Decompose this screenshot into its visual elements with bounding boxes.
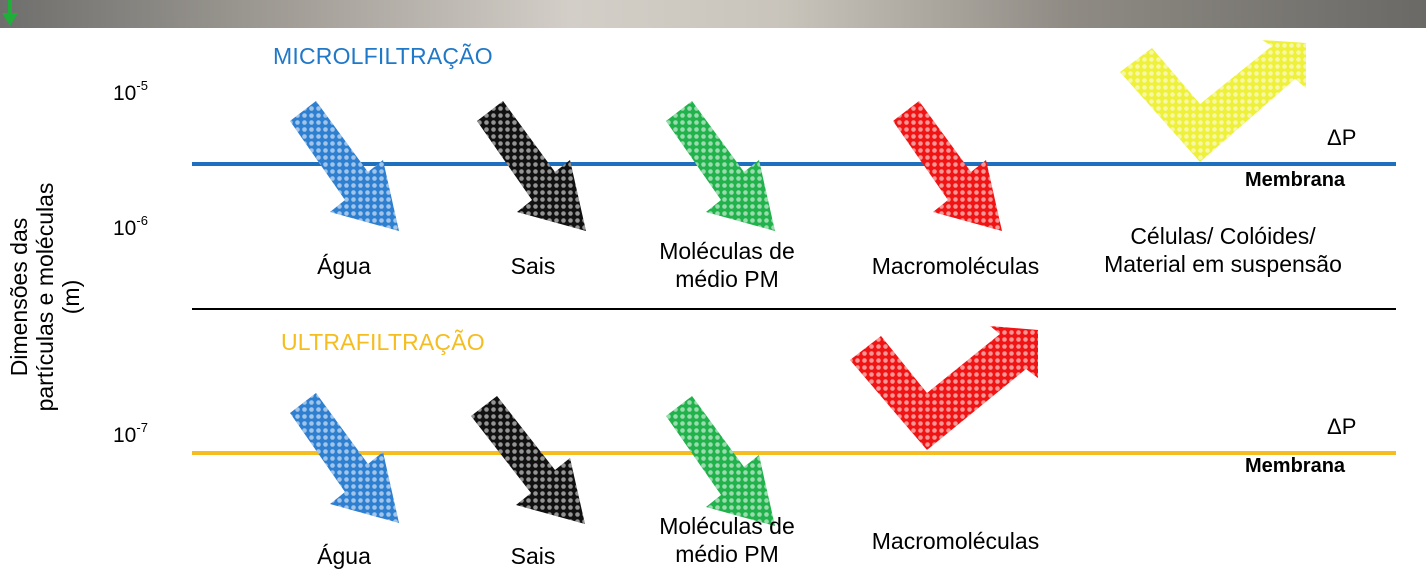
ultra-delta-p: ΔP: [1327, 414, 1357, 439]
micro-delta-p: ΔP: [1327, 125, 1357, 150]
ultra-moleculas-arrow-icon: [666, 396, 775, 526]
micro-moleculas-line-1: Moléculas de: [659, 238, 795, 264]
moleculas-arrow-icon: [666, 101, 775, 231]
micro-moleculas-line-2: médio PM: [675, 266, 779, 292]
header-image-band: [0, 0, 1426, 28]
microfiltration-membrane-line: [192, 162, 1396, 166]
macro-arrow-icon: [893, 101, 1002, 231]
micro-celulas-line-1: Células/ Colóides/: [1130, 223, 1316, 249]
micro-membrane-label: Membrana: [1245, 169, 1346, 191]
sais-arrow-icon: [477, 101, 586, 231]
ultra-agua-label: Água: [317, 543, 371, 569]
ultra-sais-label: Sais: [510, 543, 556, 569]
celulas-rejected-arrow-icon: [1120, 40, 1306, 162]
ultra-moleculas-label: Moléculas de médio PM: [632, 512, 822, 568]
micro-macro-label: Macromoléculas: [871, 253, 1040, 279]
section-divider: [192, 308, 1396, 310]
agua-arrow-icon: [290, 101, 399, 231]
ultrafiltration-membrane-line: [192, 451, 1396, 455]
tick-1e-5: 10-5: [113, 78, 148, 105]
ultra-macro-rejected-arrow-icon: [850, 326, 1038, 450]
tick-1e-6: 10-6: [113, 213, 148, 240]
micro-moleculas-label: Moléculas de médio PM: [632, 237, 822, 293]
micro-agua-label: Água: [317, 253, 371, 279]
micro-sais-label: Sais: [510, 253, 556, 279]
ultra-sais-arrow-icon: [471, 396, 585, 524]
ultra-macro-label: Macromoléculas: [871, 528, 1040, 554]
ultra-moleculas-line-2: médio PM: [675, 541, 779, 567]
ultrafiltration-title: ULTRAFILTRAÇÃO: [281, 329, 485, 355]
ultra-moleculas-line-1: Moléculas de: [659, 513, 795, 539]
tick-1e-7: 10-7: [113, 420, 148, 447]
micro-celulas-line-2: Material em suspensão: [1104, 251, 1342, 277]
microfiltration-title: MICROLFILTRAÇÃO: [273, 43, 493, 69]
micro-celulas-label: Células/ Colóides/ Material em suspensão: [1068, 222, 1378, 278]
down-arrow-icon: [2, 0, 18, 26]
ultra-membrane-label: Membrana: [1245, 455, 1346, 477]
ultra-agua-arrow-icon: [290, 393, 399, 523]
